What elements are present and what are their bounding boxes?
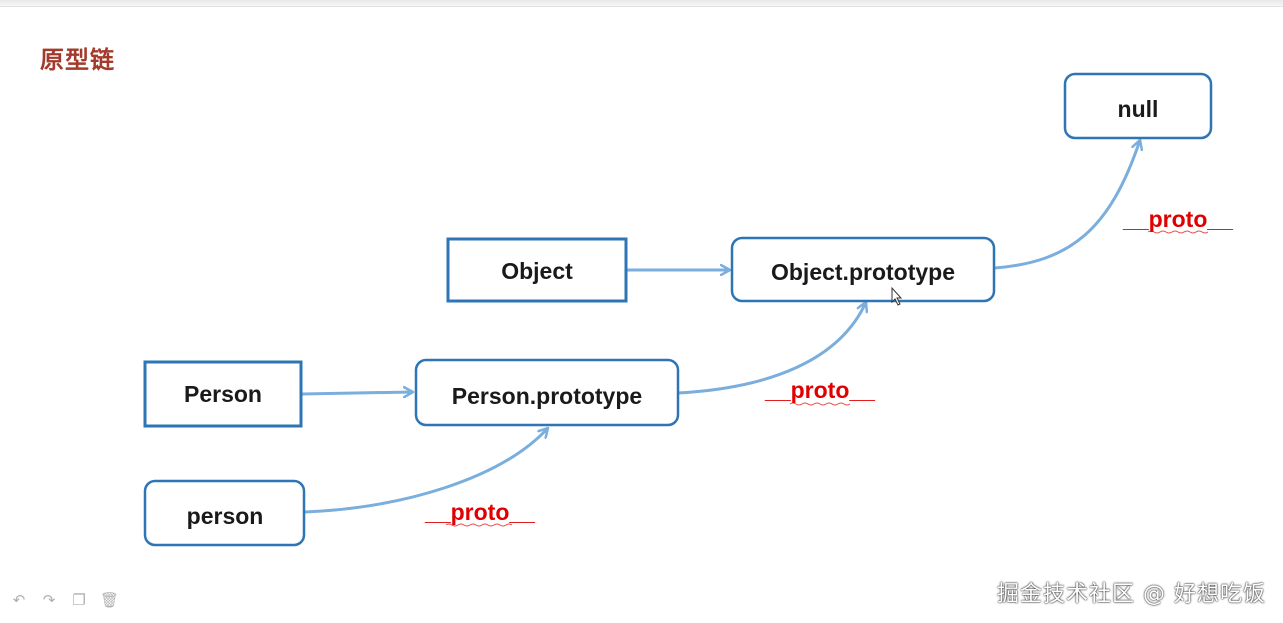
node-null-label: null: [1118, 96, 1159, 122]
proto-arrow-person-prototype: [677, 302, 866, 395]
page-title: 原型链: [40, 46, 115, 74]
proto-arrow-person-instance: [304, 428, 548, 514]
proto-label-1-text: __proto__: [424, 499, 535, 525]
watermark: 掘金技术社区 @ 好想吃饭: [997, 582, 1266, 607]
spellcheck-squiggle: [789, 402, 851, 406]
spellcheck-squiggle: [445, 523, 513, 527]
copy-icon[interactable]: ❐: [72, 592, 86, 609]
node-person-prototype: Person.prototype: [414, 358, 680, 427]
node-null: null: [1063, 72, 1213, 140]
node-object-prototype-label: Object.prototype: [771, 259, 955, 285]
trash-icon[interactable]: 🗑: [100, 592, 120, 609]
node-object-label: Object: [501, 258, 573, 284]
node-person: Person: [143, 360, 303, 428]
proto-label-3: __proto__: [1122, 206, 1233, 234]
node-object-prototype: Object.prototype: [730, 236, 996, 303]
node-person-instance: person: [143, 479, 306, 547]
node-person-label: Person: [184, 381, 262, 407]
mouse-cursor-icon: [891, 286, 903, 306]
arrow-person-to-person-prototype: [301, 392, 413, 394]
proto-label-1: __proto__: [424, 499, 535, 527]
proto-label-2-text: __proto__: [764, 377, 875, 403]
node-person-instance-label: person: [187, 503, 264, 529]
proto-label-2: __proto__: [764, 377, 875, 406]
spellcheck-squiggle: [1147, 230, 1209, 234]
top-strip: [0, 0, 1283, 7]
bottom-toolbar: ↶ ↷ ❐ 🗑: [10, 592, 120, 610]
proto-label-3-text: __proto__: [1122, 206, 1233, 232]
redo-icon[interactable]: ↷: [42, 592, 56, 609]
undo-icon[interactable]: ↶: [12, 592, 26, 609]
proto-arrow-object-prototype: [994, 140, 1140, 270]
node-object: Object: [446, 237, 628, 303]
node-person-prototype-label: Person.prototype: [452, 383, 642, 409]
